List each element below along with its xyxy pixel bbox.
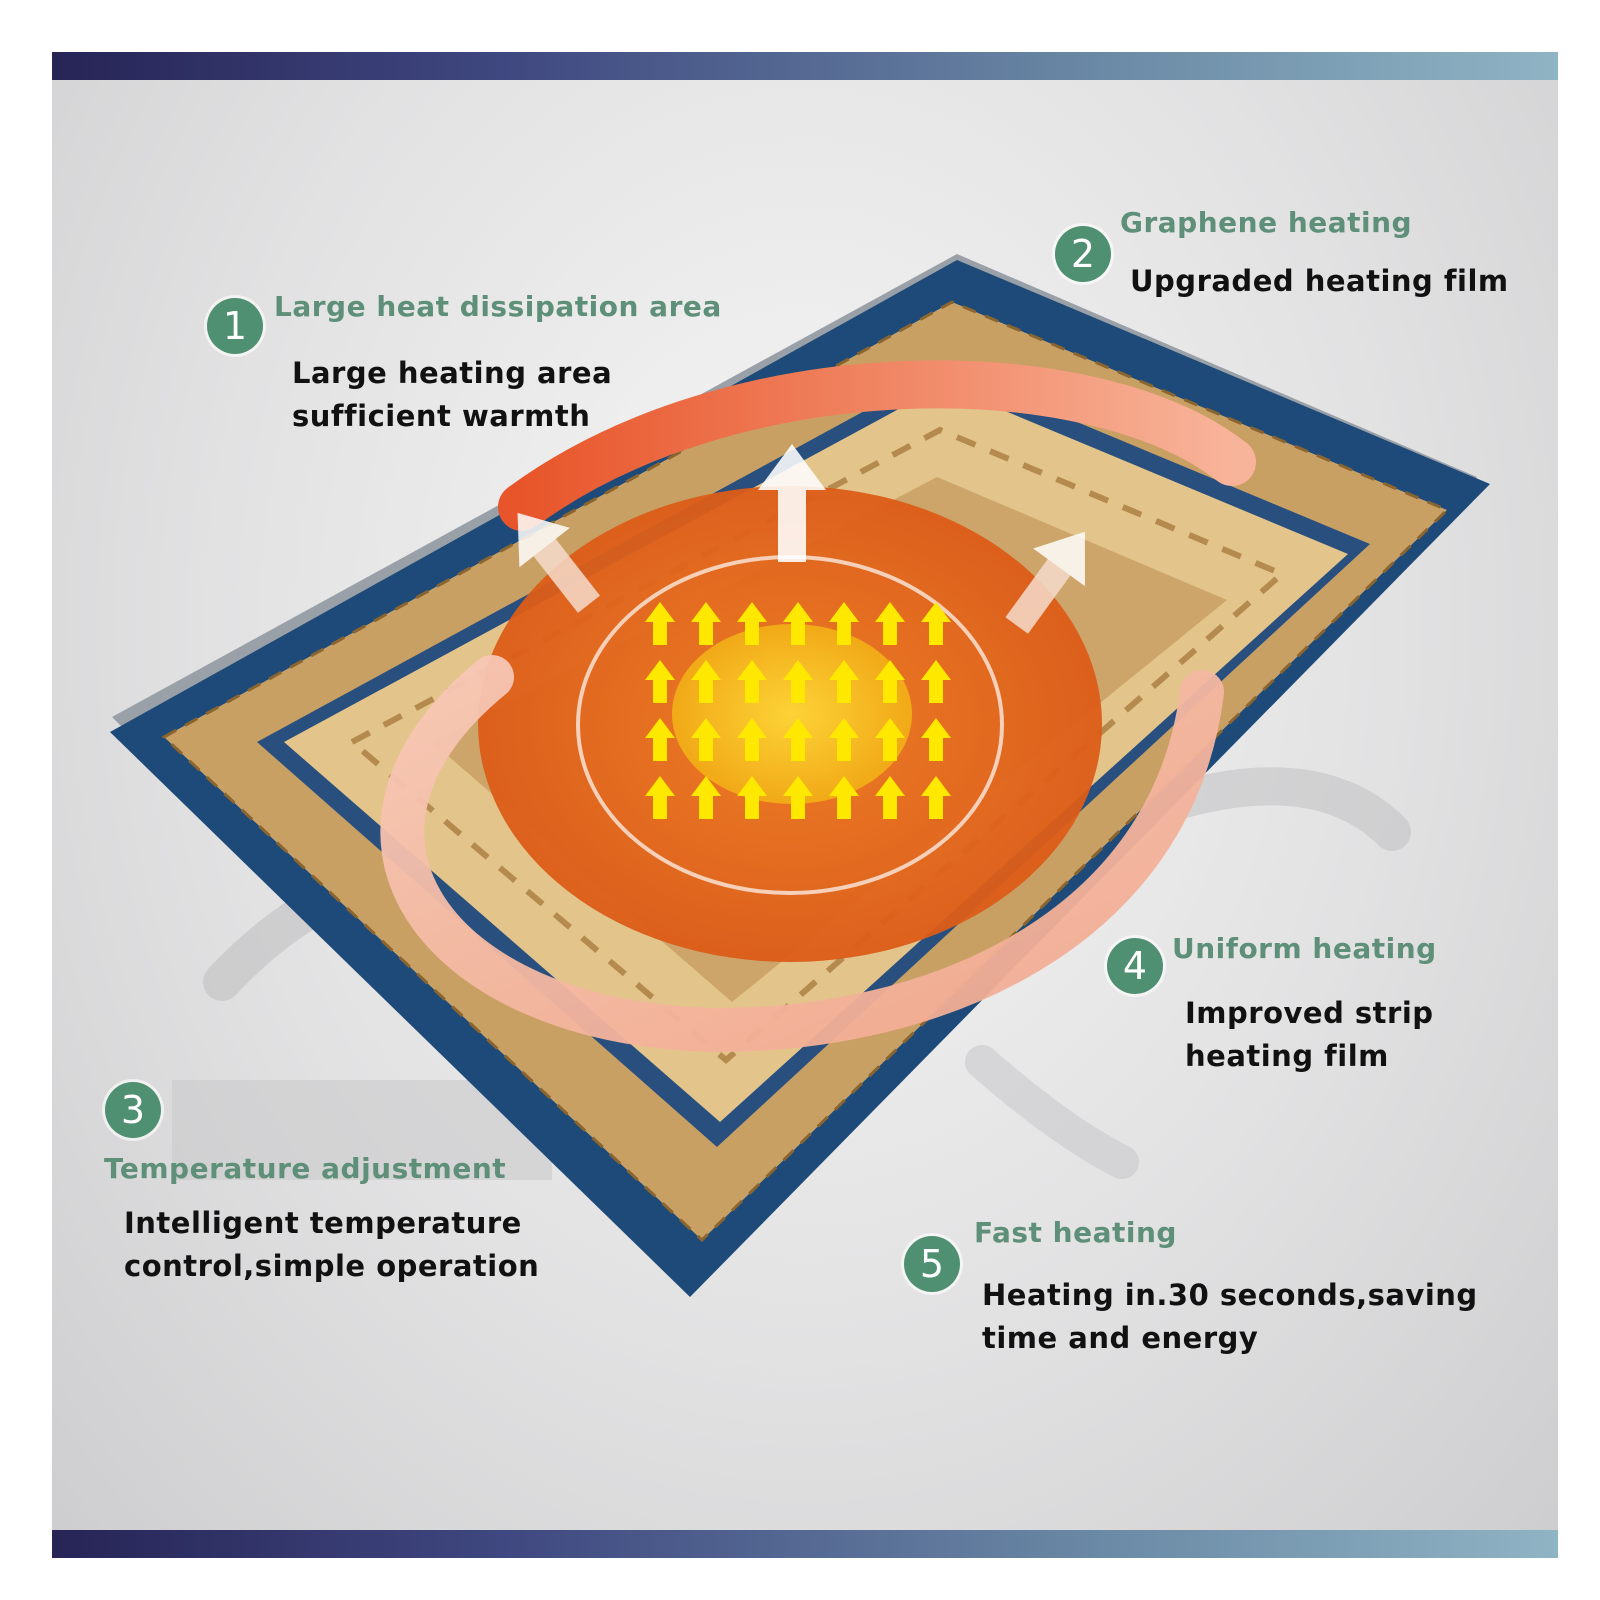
heat-arrow-icon (921, 718, 951, 761)
heat-arrow-icon (737, 776, 767, 819)
feature-5-description-line-1: Heating in.30 seconds,saving (982, 1278, 1478, 1312)
heat-arrow-icon (517, 512, 600, 613)
heat-arrow-icon (783, 776, 813, 819)
heat-arrow-icon (737, 718, 767, 761)
feature-4-description-line-2: heating film (1185, 1039, 1389, 1073)
feature-3-description-line-1: Intelligent temperature (124, 1206, 522, 1240)
heat-arrow-icon (645, 718, 675, 761)
heat-arrow-icon (829, 776, 859, 819)
feature-1-number-badge: 1 (207, 298, 263, 354)
heat-core (672, 624, 912, 804)
heat-arrow-icon (783, 660, 813, 703)
feature-2-title: Graphene heating (1120, 206, 1413, 239)
heat-arrow-icon (921, 660, 951, 703)
heat-arrow-icon (875, 718, 905, 761)
heat-arrow-icon (875, 660, 905, 703)
feature-1-title: Large heat dissipation area (274, 290, 722, 323)
feature-5-title: Fast heating (974, 1216, 1177, 1249)
heat-arrow-icon (1005, 531, 1085, 634)
feature-2-number-badge: 2 (1055, 226, 1111, 282)
rotation-arrow-icon (498, 360, 1256, 531)
feature-4-description-line-1: Improved strip (1185, 996, 1434, 1030)
heat-arrow-grid (645, 602, 951, 819)
product-feature-poster: 1 Large heat dissipation area Large heat… (52, 52, 1558, 1558)
feature-5-description-line-2: time and energy (982, 1321, 1259, 1355)
heat-arrow-icon (829, 718, 859, 761)
heat-arrow-icon (645, 660, 675, 703)
feature-5-number-badge: 5 (904, 1236, 960, 1292)
rotation-arrow-icon (380, 655, 1224, 1053)
feature-3-title: Temperature adjustment (104, 1152, 507, 1185)
top-accent-band (52, 52, 1558, 80)
feature-4-number-badge: 4 (1107, 938, 1163, 994)
feature-3-number-badge: 3 (105, 1082, 161, 1138)
background-shadow-arc (965, 1045, 1139, 1179)
heat-arrow-icon (875, 602, 905, 645)
heat-arrow-icon (758, 444, 826, 562)
heat-arrow-icon (829, 602, 859, 645)
heat-arrow-icon (875, 776, 905, 819)
heat-arrow-icon (645, 776, 675, 819)
heat-arrow-icon (691, 718, 721, 761)
feature-3-description-line-2: control,simple operation (124, 1249, 540, 1283)
heat-arrow-icon (691, 660, 721, 703)
feature-1-description-line-1: Large heating area (292, 356, 613, 390)
heat-arrow-icon (829, 660, 859, 703)
heat-arrow-icon (783, 718, 813, 761)
heated-rug-illustration (110, 254, 1490, 1297)
heat-arrow-icon (691, 602, 721, 645)
heat-arrow-icon (783, 602, 813, 645)
heat-arrow-icon (737, 660, 767, 703)
heat-arrow-icon (691, 776, 721, 819)
heat-arrow-icon (645, 602, 675, 645)
bottom-accent-band (52, 1530, 1558, 1558)
feature-1-description-line-2: sufficient warmth (292, 399, 591, 433)
feature-2-description-line-1: Upgraded heating film (1130, 264, 1509, 298)
heat-arrow-icon (921, 602, 951, 645)
feature-4-title: Uniform heating (1172, 932, 1437, 965)
heat-arrow-icon (737, 602, 767, 645)
heat-arrow-icon (921, 776, 951, 819)
